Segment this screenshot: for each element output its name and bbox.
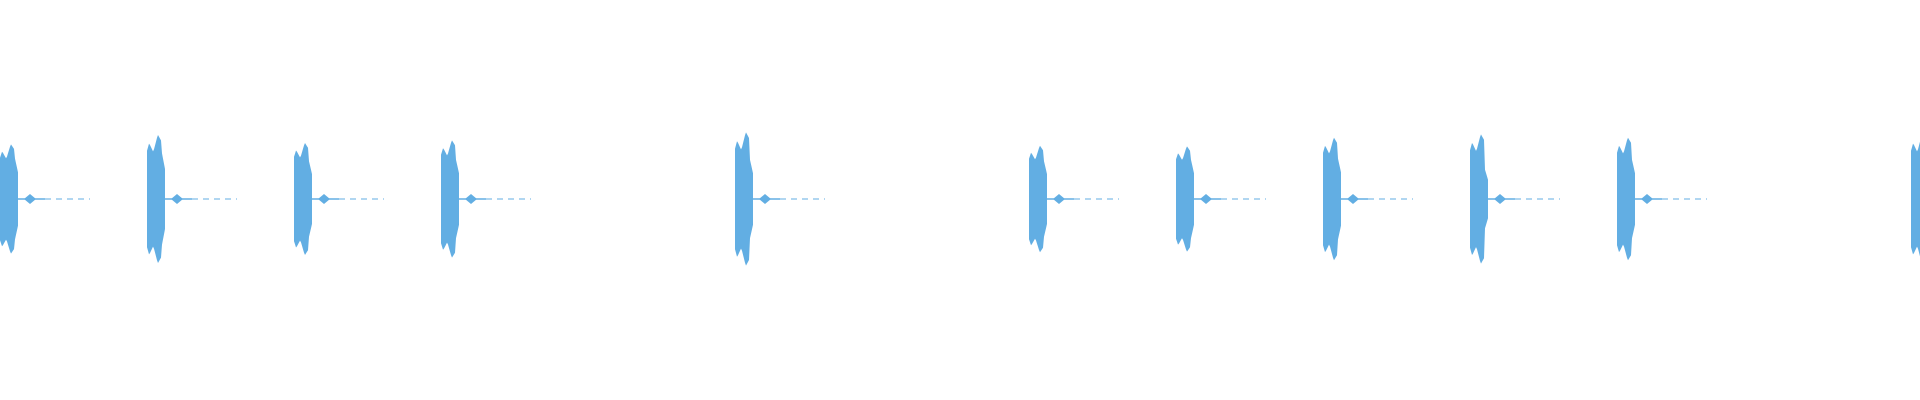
waveform-burst — [1176, 146, 1266, 252]
waveform-burst — [1029, 145, 1119, 253]
waveform-burst — [1323, 137, 1413, 261]
burst-echo — [1494, 194, 1506, 204]
waveform-burst — [1911, 141, 1920, 257]
burst-echo — [318, 194, 330, 204]
waveform-burst — [1617, 137, 1707, 261]
burst-echo — [465, 194, 477, 204]
waveform-burst — [0, 144, 90, 254]
burst-echo — [1347, 194, 1359, 204]
burst-echo — [1053, 194, 1065, 204]
waveform-burst — [147, 135, 237, 263]
waveform-burst — [294, 143, 384, 255]
burst-echo — [1641, 194, 1653, 204]
waveform-bursts — [0, 132, 1920, 266]
burst-echo — [24, 194, 36, 204]
burst-echo — [759, 194, 771, 204]
waveform-burst — [441, 140, 531, 258]
burst-echo — [1200, 194, 1212, 204]
burst-echo — [171, 194, 183, 204]
waveform-burst — [735, 132, 825, 266]
waveform-burst — [1470, 134, 1560, 264]
